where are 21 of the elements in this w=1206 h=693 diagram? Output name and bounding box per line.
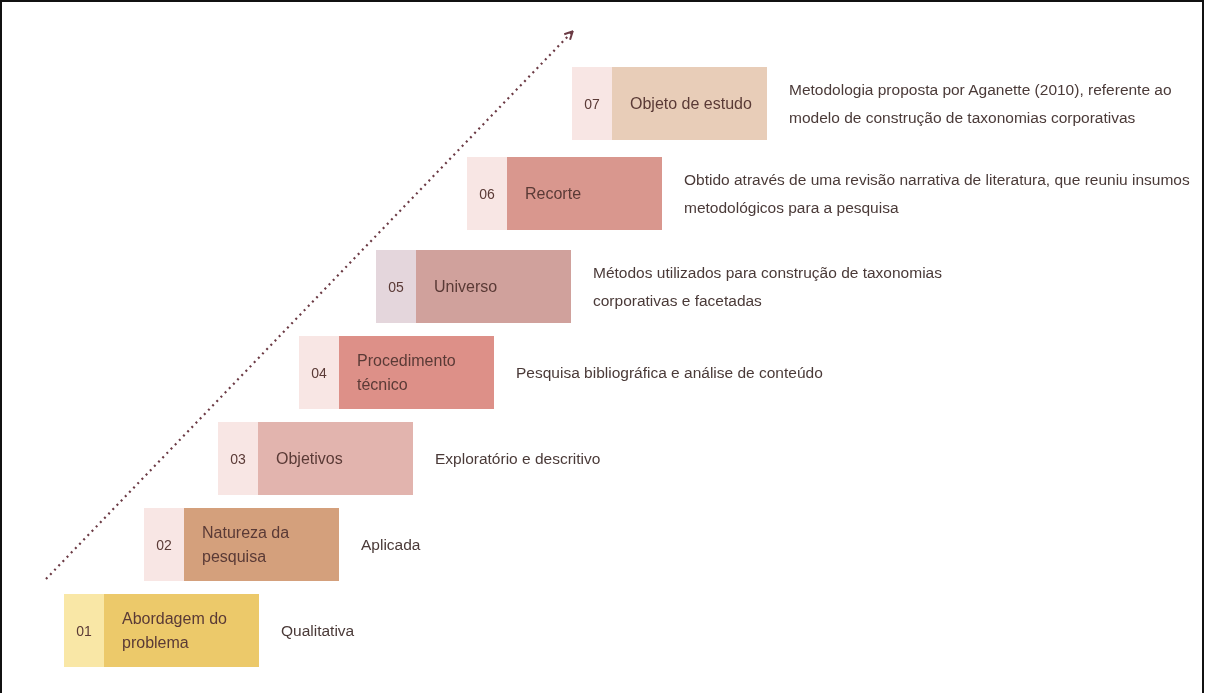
step-number: 01 xyxy=(64,594,104,667)
step-description: Métodos utilizados para construção de taxonomias corporativas e facetadas xyxy=(593,263,943,311)
step-description: Metodologia proposta por Aganette (2010), referente ao modelo de construção de taxonomias corporativas xyxy=(789,80,1173,128)
step-label: Abordagem do problema xyxy=(104,594,259,667)
step-number: 03 xyxy=(218,422,258,495)
step-number: 04 xyxy=(299,336,339,409)
step-number: 07 xyxy=(572,67,612,140)
step-label: Procedimento técnico xyxy=(339,336,494,409)
step-number: 06 xyxy=(467,157,507,230)
step-label: Natureza da pesquisa xyxy=(184,508,339,581)
step-label: Universo xyxy=(416,250,571,323)
step-description: Pesquisa bibliográfica e análise de conteúdo xyxy=(516,362,824,383)
step-description: Obtido através de uma revisão narrativa de literatura, que reuniu insumos metodológicos para a pesquisa xyxy=(684,170,1191,218)
step-description: Exploratório e descritivo xyxy=(435,448,602,469)
step-number: 05 xyxy=(376,250,416,323)
step-label: Objeto de estudo xyxy=(612,67,767,140)
step-number: 02 xyxy=(144,508,184,581)
step-description: Qualitativa xyxy=(281,620,356,641)
step-description: Aplicada xyxy=(361,534,422,555)
step-label: Objetivos xyxy=(258,422,413,495)
step-label: Recorte xyxy=(507,157,662,230)
